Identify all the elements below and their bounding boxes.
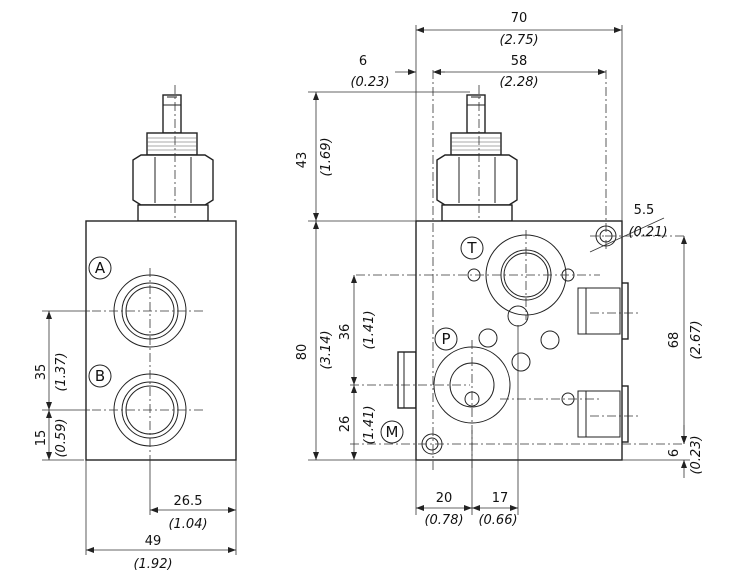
dim-5-5-inch: (0.21): [628, 225, 667, 240]
dim-15-inch: (0.59): [54, 418, 69, 457]
port-p-label: P: [441, 330, 450, 348]
left-lock-nut: [146, 132, 198, 156]
dim-26-inch: (1.41): [362, 405, 377, 444]
dim-6-bottom-inch: (0.23): [689, 435, 704, 474]
left-adjuster-stem: [162, 94, 182, 134]
dim-35-value: 35: [34, 364, 49, 381]
right-lock-nut: [450, 132, 502, 156]
dim-36-value: 36: [338, 324, 353, 341]
port-m-label: M: [386, 423, 399, 441]
right-cartridge-base: [441, 204, 513, 222]
dim-58-value: 58: [511, 54, 528, 69]
dim-26-5-inch: (1.04): [168, 517, 207, 532]
dim-6-bottom-value: 6: [667, 449, 682, 457]
port-b-badge: [88, 364, 112, 388]
left-side-boss: [397, 351, 417, 409]
dim-5-5-value: 5.5: [634, 203, 655, 218]
right-view: T P M 70 (2.75) 58 (2.28) 6 (0.23) 43 (1…: [295, 11, 704, 528]
dim-70-value: 70: [511, 11, 528, 26]
dim-20-value: 20: [436, 491, 453, 506]
port-p-badge: [434, 327, 458, 351]
port-b-label: B: [95, 367, 105, 385]
dim-6-top-value: 6: [359, 54, 367, 69]
dim-6-top-inch: (0.23): [350, 75, 389, 90]
dim-68-value: 68: [667, 332, 682, 349]
port-t-badge: [460, 236, 484, 260]
dim-80-value: 80: [295, 344, 310, 361]
port-a-label: A: [95, 259, 106, 277]
dim-80-inch: (3.14): [319, 330, 334, 369]
right-block: [415, 220, 623, 461]
dim-70-inch: (2.75): [499, 33, 538, 48]
dim-43-inch: (1.69): [319, 137, 334, 176]
left-hex-body: [132, 154, 214, 206]
dim-35-inch: (1.37): [54, 352, 69, 391]
left-cartridge-base: [137, 204, 209, 222]
dim-43-value: 43: [295, 152, 310, 169]
dim-15-value: 15: [34, 430, 49, 447]
port-a-badge: [88, 256, 112, 280]
right-hex-body: [436, 154, 518, 206]
dim-49-value: 49: [145, 534, 162, 549]
dim-26-5-value: 26.5: [174, 494, 203, 509]
port-m-badge: [380, 420, 404, 444]
dim-20-inch: (0.78): [424, 513, 463, 528]
dim-26-value: 26: [338, 416, 353, 433]
dim-17-value: 17: [492, 491, 509, 506]
port-t-label: T: [466, 239, 477, 257]
left-view: A B 35 (1.37) 15 (0.59) 26.5 (1.04) 49 (…: [34, 85, 237, 572]
dim-49-inch: (1.92): [133, 557, 172, 572]
dim-68-inch: (2.67): [689, 320, 704, 359]
right-adjuster-stem: [466, 94, 486, 134]
dim-36-inch: (1.41): [362, 310, 377, 349]
dim-58-inch: (2.28): [499, 75, 538, 90]
left-block: [85, 220, 237, 461]
dim-17-inch: (0.66): [478, 513, 517, 528]
